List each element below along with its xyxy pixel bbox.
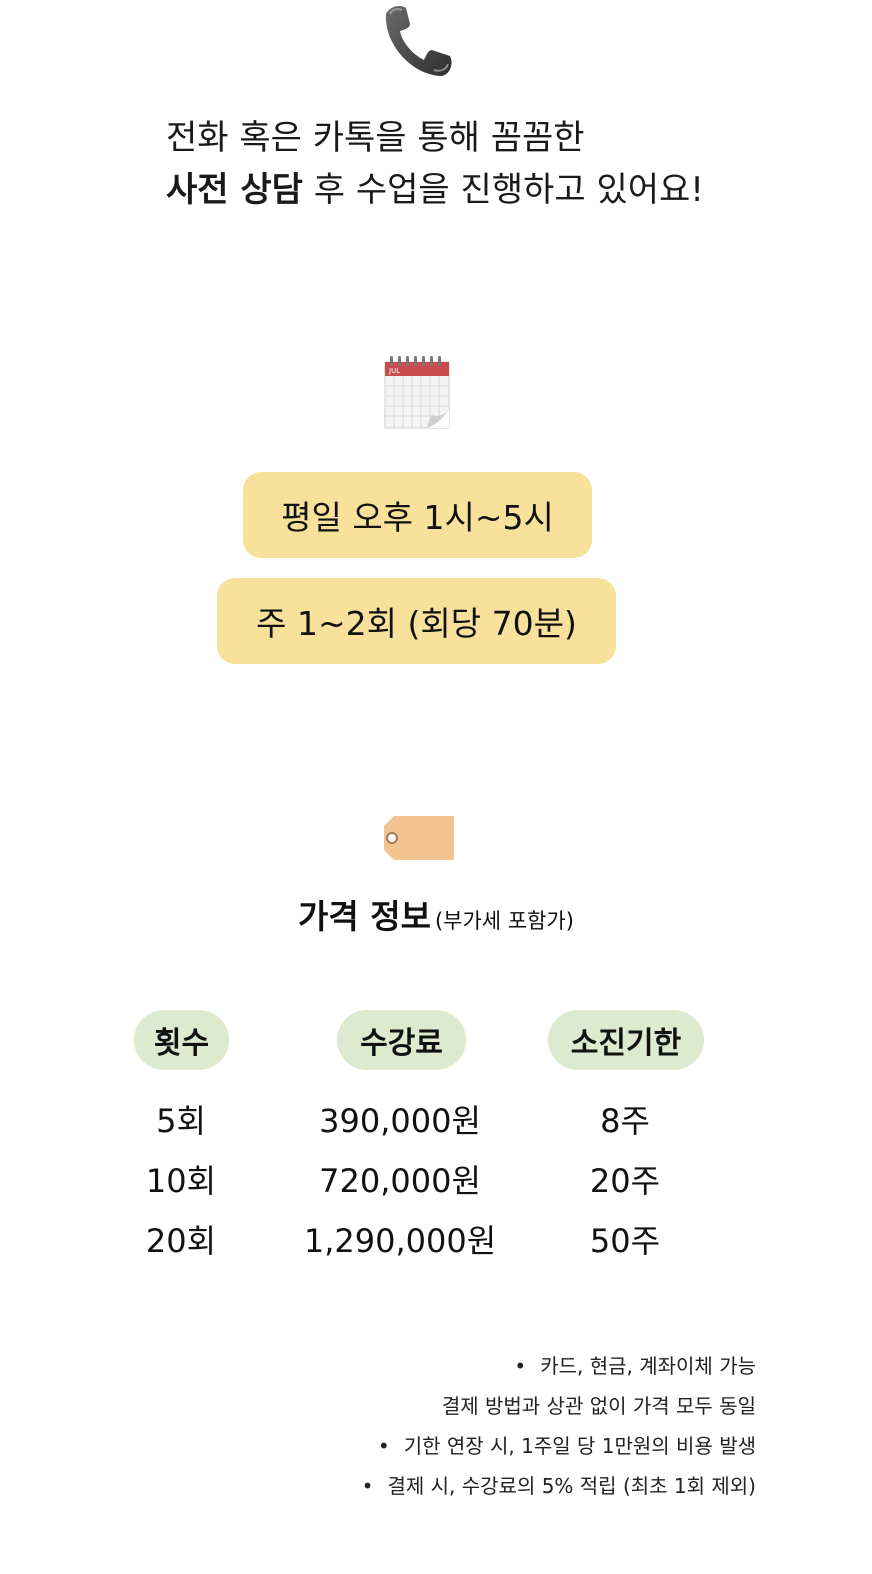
price-row-2-fee: 720,000원 <box>319 1162 481 1200</box>
schedule-frequency-badge: 주 1~2회 (회당 70분) <box>217 578 616 664</box>
price-row-1-fee: 390,000원 <box>319 1102 481 1140</box>
price-title-main: 가격 정보 <box>298 897 431 936</box>
note-text: 카드, 현금, 계좌이체 가능 <box>540 1354 756 1378</box>
intro-text: 전화 혹은 카톡을 통해 꼼꼼한 사전 상담 후 수업을 진행하고 있어요! <box>166 112 806 216</box>
intro-highlight: 사전 상담 <box>166 170 303 210</box>
bullet-icon: • <box>361 1474 374 1498</box>
intro-line-2: 사전 상담 후 수업을 진행하고 있어요! <box>166 164 806 216</box>
calendar-icon: JUL <box>384 356 450 429</box>
price-tag-icon <box>384 816 454 860</box>
column-header-expiry: 소진기한 <box>548 1010 704 1070</box>
note-item: 결제 방법과 상관 없이 가격 모두 동일 <box>196 1386 756 1426</box>
note-text: 결제 시, 수강료의 5% 적립 (최초 1회 제외) <box>387 1474 756 1498</box>
price-row-3-fee: 1,290,000원 <box>303 1222 497 1260</box>
price-row-3-count: 20회 <box>145 1222 217 1260</box>
payment-notes: • 카드, 현금, 계좌이체 가능 결제 방법과 상관 없이 가격 모두 동일 •… <box>196 1346 756 1506</box>
note-item: • 기한 연장 시, 1주일 당 1만원의 비용 발생 <box>196 1426 756 1466</box>
column-header-fee: 수강료 <box>337 1010 466 1070</box>
price-row-2-expiry: 20주 <box>589 1162 661 1200</box>
price-row-3-expiry: 50주 <box>589 1222 661 1260</box>
note-item: • 카드, 현금, 계좌이체 가능 <box>196 1346 756 1386</box>
schedule-time-badge: 평일 오후 1시~5시 <box>243 472 592 558</box>
note-text: 기한 연장 시, 1주일 당 1만원의 비용 발생 <box>403 1434 756 1458</box>
note-item: • 결제 시, 수강료의 5% 적립 (최초 1회 제외) <box>196 1466 756 1506</box>
price-title-note: (부가세 포함가) <box>434 909 574 933</box>
bullet-icon: • <box>377 1434 390 1458</box>
intro-line-2-rest: 후 수업을 진행하고 있어요! <box>302 170 704 210</box>
bullet-icon: • <box>514 1354 527 1378</box>
price-row-2-count: 10회 <box>145 1162 217 1200</box>
intro-line-1: 전화 혹은 카톡을 통해 꼼꼼한 <box>166 118 585 158</box>
telephone-receiver-icon <box>385 6 452 76</box>
price-row-1-count: 5회 <box>156 1102 206 1140</box>
note-text: 결제 방법과 상관 없이 가격 모두 동일 <box>441 1394 756 1418</box>
calendar-month-label: JUL <box>388 367 400 375</box>
price-title: 가격 정보(부가세 포함가) <box>0 890 872 938</box>
price-row-1-expiry: 8주 <box>600 1102 650 1140</box>
column-header-count: 횟수 <box>134 1010 229 1070</box>
